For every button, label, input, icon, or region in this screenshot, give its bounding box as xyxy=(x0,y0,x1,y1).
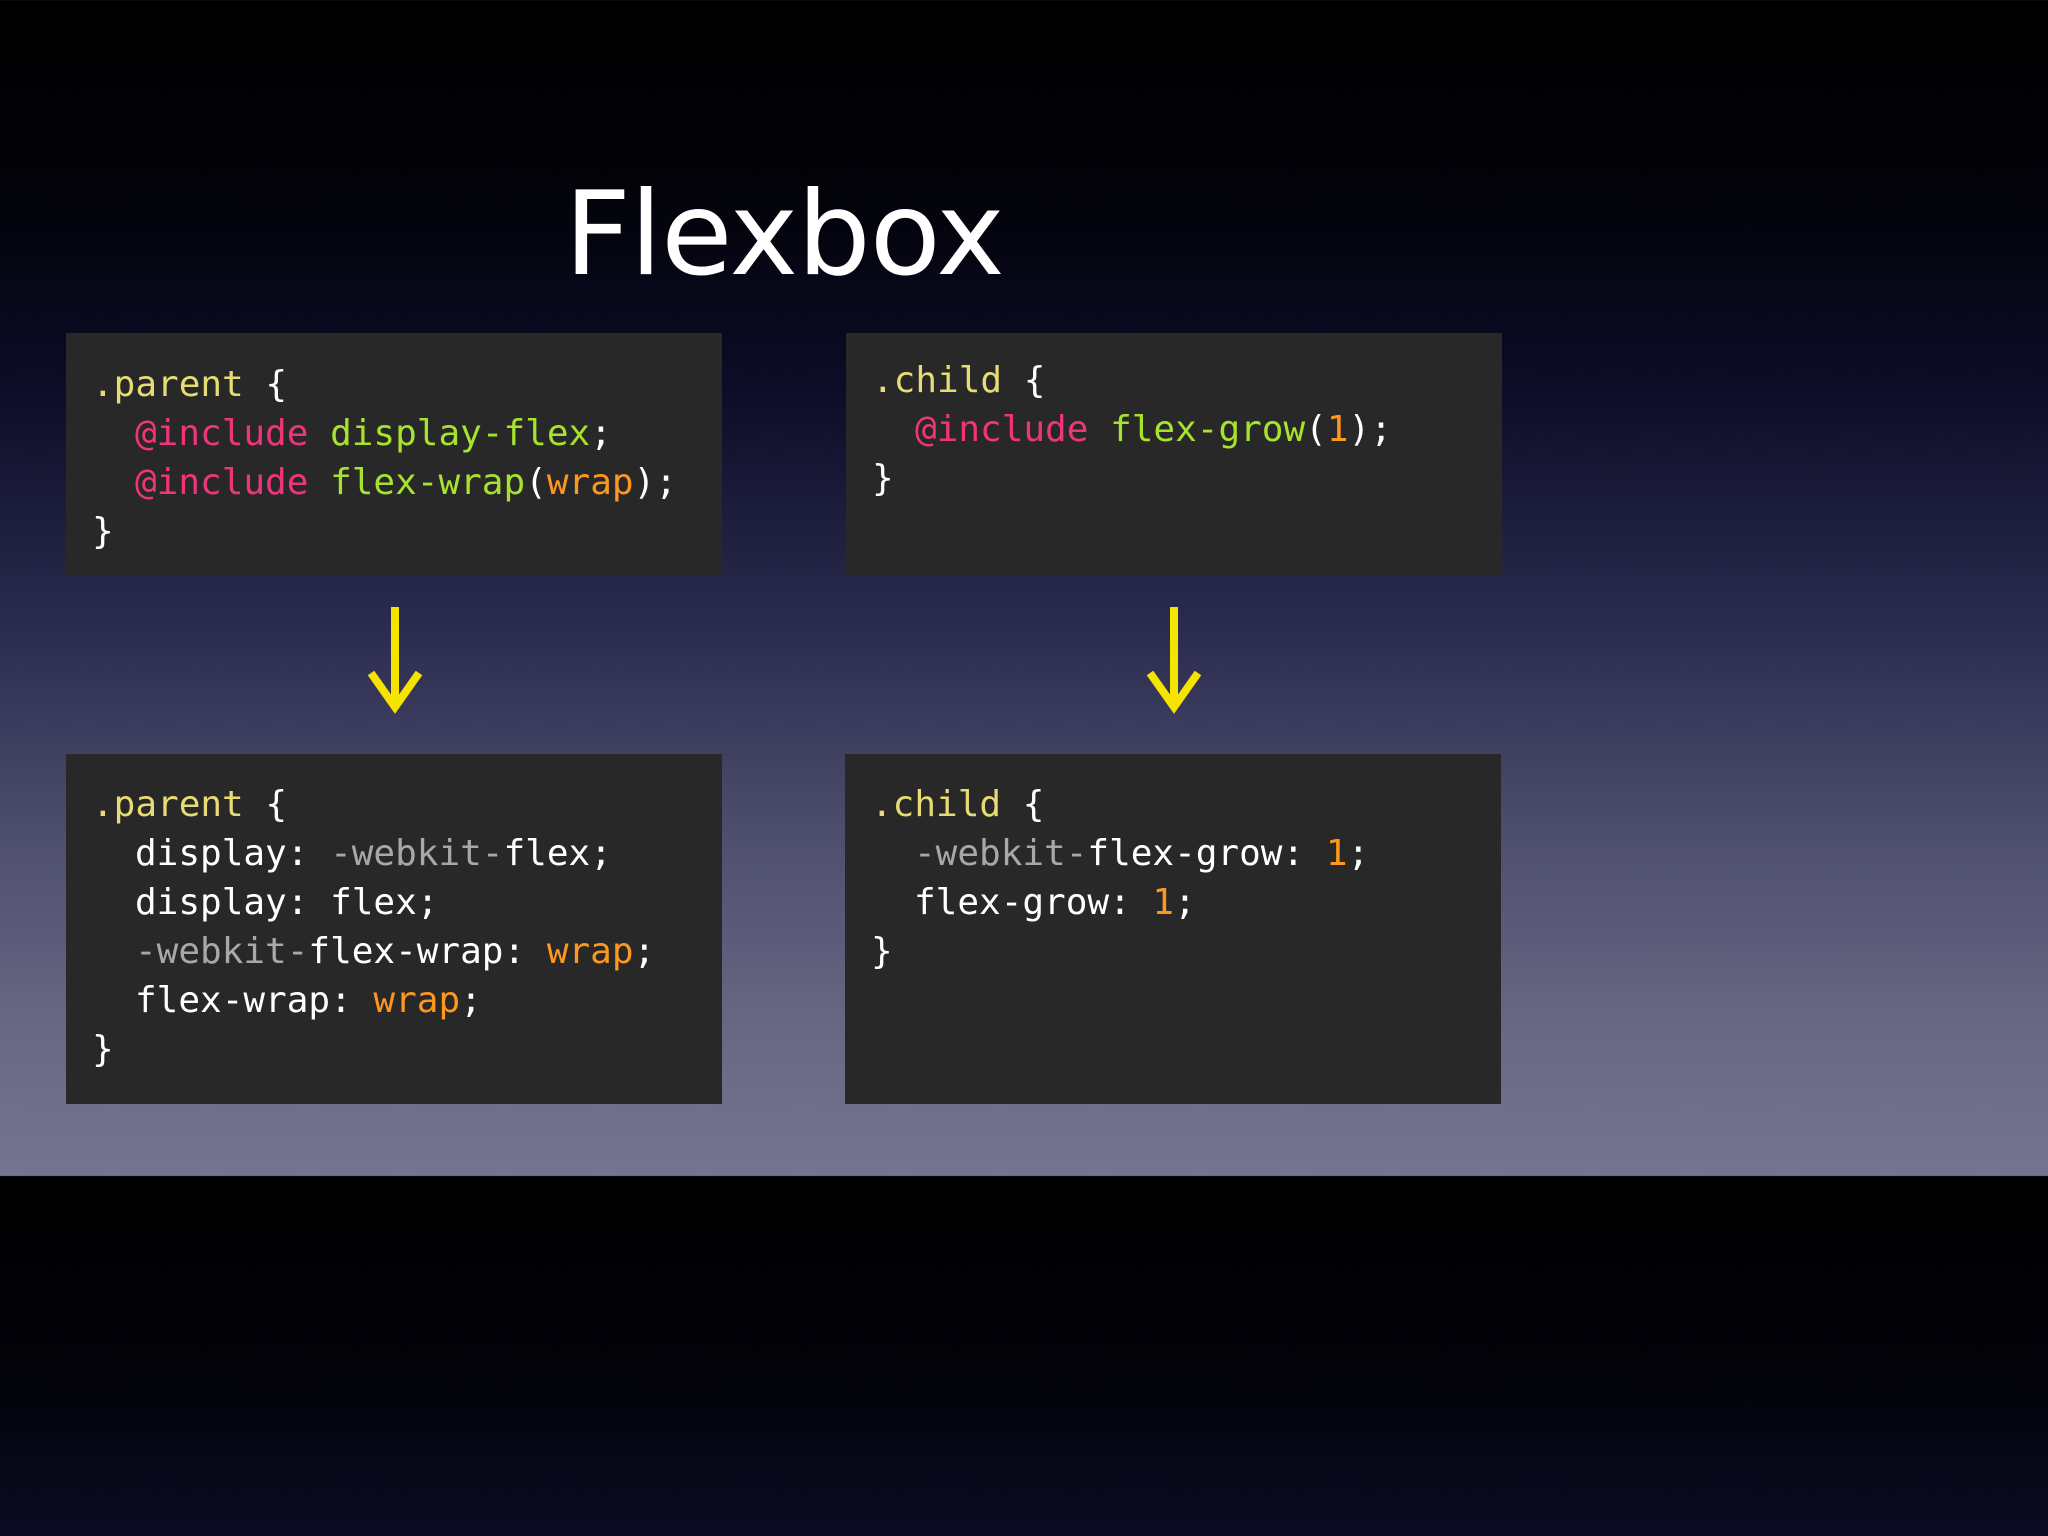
open-brace: { xyxy=(243,364,288,405)
space xyxy=(308,462,330,503)
property: flex-grow: xyxy=(914,882,1153,923)
punctuation: ); xyxy=(1348,409,1392,450)
punctuation: ; xyxy=(416,882,439,923)
open-brace: { xyxy=(1001,784,1045,825)
selector: .parent xyxy=(92,364,244,405)
vendor-prefix: -webkit- xyxy=(330,833,504,874)
code-line: @include flex-grow(1); xyxy=(872,405,1502,454)
code-line: -webkit-flex-wrap: wrap; xyxy=(92,927,722,976)
argument: wrap xyxy=(546,462,634,503)
selector: .child xyxy=(872,360,1003,401)
code-line: @include flex-wrap(wrap); xyxy=(92,458,722,507)
child-css-code-block: .child {-webkit-flex-grow: 1;flex-grow: … xyxy=(845,754,1501,1104)
argument: 1 xyxy=(1326,409,1349,450)
vendor-prefix: -webkit- xyxy=(135,931,309,972)
mixin-name: display-flex xyxy=(330,413,591,454)
punctuation: ); xyxy=(633,462,677,503)
value: wrap xyxy=(546,931,634,972)
code-line: } xyxy=(92,1025,722,1074)
code-line: flex-wrap: wrap; xyxy=(92,976,722,1025)
punctuation: ; xyxy=(633,931,656,972)
code-line: } xyxy=(92,507,722,556)
punctuation: ( xyxy=(1305,409,1327,450)
arrow-down-icon xyxy=(367,607,423,714)
parent-scss-code-block: .parent {@include display-flex;@include … xyxy=(66,333,722,575)
value: flex xyxy=(503,833,591,874)
punctuation: ; xyxy=(590,833,612,874)
code-line: .parent { xyxy=(92,360,722,409)
selector: .parent xyxy=(92,784,244,825)
property: display: xyxy=(135,833,331,874)
open-brace: { xyxy=(1002,360,1046,401)
code-line: .child { xyxy=(871,780,1501,829)
close-brace: } xyxy=(872,458,894,499)
open-brace: { xyxy=(243,784,288,825)
parent-css-code-block: .parent {display: -webkit-flex;display: … xyxy=(66,754,722,1104)
at-rule: @include xyxy=(135,462,309,503)
code-line: .parent { xyxy=(92,780,722,829)
property: flex-grow: xyxy=(1087,833,1326,874)
value: 1 xyxy=(1152,882,1175,923)
code-line: .child { xyxy=(872,356,1502,405)
punctuation: ; xyxy=(590,413,612,454)
close-brace: } xyxy=(92,511,114,552)
vendor-prefix: -webkit- xyxy=(914,833,1088,874)
code-line: @include display-flex; xyxy=(92,409,722,458)
space xyxy=(1088,409,1110,450)
property: display: xyxy=(135,882,331,923)
code-line: } xyxy=(871,927,1501,976)
punctuation: ; xyxy=(1174,882,1196,923)
code-line: display: flex; xyxy=(92,878,722,927)
slide-title: Flexbox xyxy=(564,166,1005,302)
selector: .child xyxy=(871,784,1002,825)
property: flex-wrap: xyxy=(135,980,374,1021)
value: 1 xyxy=(1325,833,1348,874)
arrow-down-icon xyxy=(1146,607,1202,714)
value: wrap xyxy=(373,980,461,1021)
code-line: -webkit-flex-grow: 1; xyxy=(871,829,1501,878)
code-line: } xyxy=(872,454,1502,503)
at-rule: @include xyxy=(135,413,309,454)
at-rule: @include xyxy=(915,409,1089,450)
code-line: flex-grow: 1; xyxy=(871,878,1501,927)
punctuation: ; xyxy=(1347,833,1370,874)
punctuation: ( xyxy=(525,462,547,503)
property: flex-wrap: xyxy=(308,931,547,972)
value: flex xyxy=(330,882,417,923)
child-scss-code-block: .child {@include flex-grow(1);} xyxy=(846,333,1502,575)
mixin-name: flex-grow xyxy=(1110,409,1306,450)
close-brace: } xyxy=(871,931,893,972)
close-brace: } xyxy=(92,1029,114,1070)
punctuation: ; xyxy=(460,980,482,1021)
space xyxy=(308,413,330,454)
mixin-name: flex-wrap xyxy=(330,462,526,503)
code-line: display: -webkit-flex; xyxy=(92,829,722,878)
